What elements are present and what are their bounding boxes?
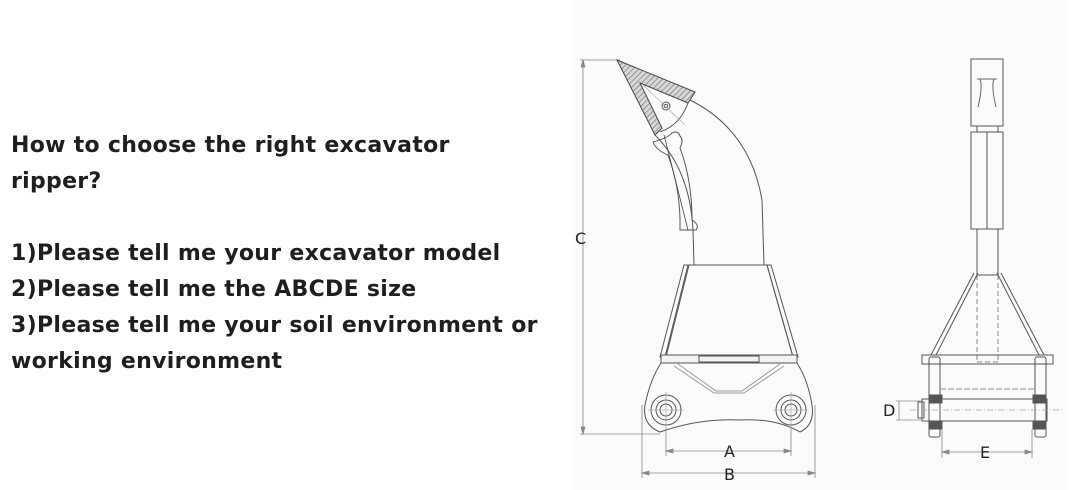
step-1: 1)Please tell me your excavator model: [11, 241, 501, 266]
dimension-a: [664, 428, 793, 456]
dimension-label-e: E: [980, 443, 990, 462]
heading-line-1: How to choose the right excavator: [11, 133, 450, 158]
pin-hole-left: [648, 392, 684, 428]
instructions-text: How to choose the right excavator ripper…: [11, 128, 561, 380]
dimension-c: [580, 58, 660, 436]
dimension-b: [640, 405, 817, 478]
step-2: 2)Please tell me the ABCDE size: [11, 277, 417, 302]
side-view: [580, 58, 817, 478]
step-3-line-1: 3)Please tell me your soil environment o…: [11, 313, 538, 338]
front-view: [896, 58, 1064, 458]
dimension-label-c: C: [575, 229, 586, 248]
dimension-label-b: B: [724, 465, 735, 484]
step-3-line-2: working environment: [11, 349, 283, 374]
dimension-label-a: A: [724, 442, 735, 461]
pin-hole-right: [773, 392, 809, 428]
dimension-d: [896, 400, 922, 421]
dimension-e: [940, 429, 1034, 458]
dimension-label-d: D: [883, 401, 895, 420]
heading-line-2: ripper?: [11, 169, 102, 194]
